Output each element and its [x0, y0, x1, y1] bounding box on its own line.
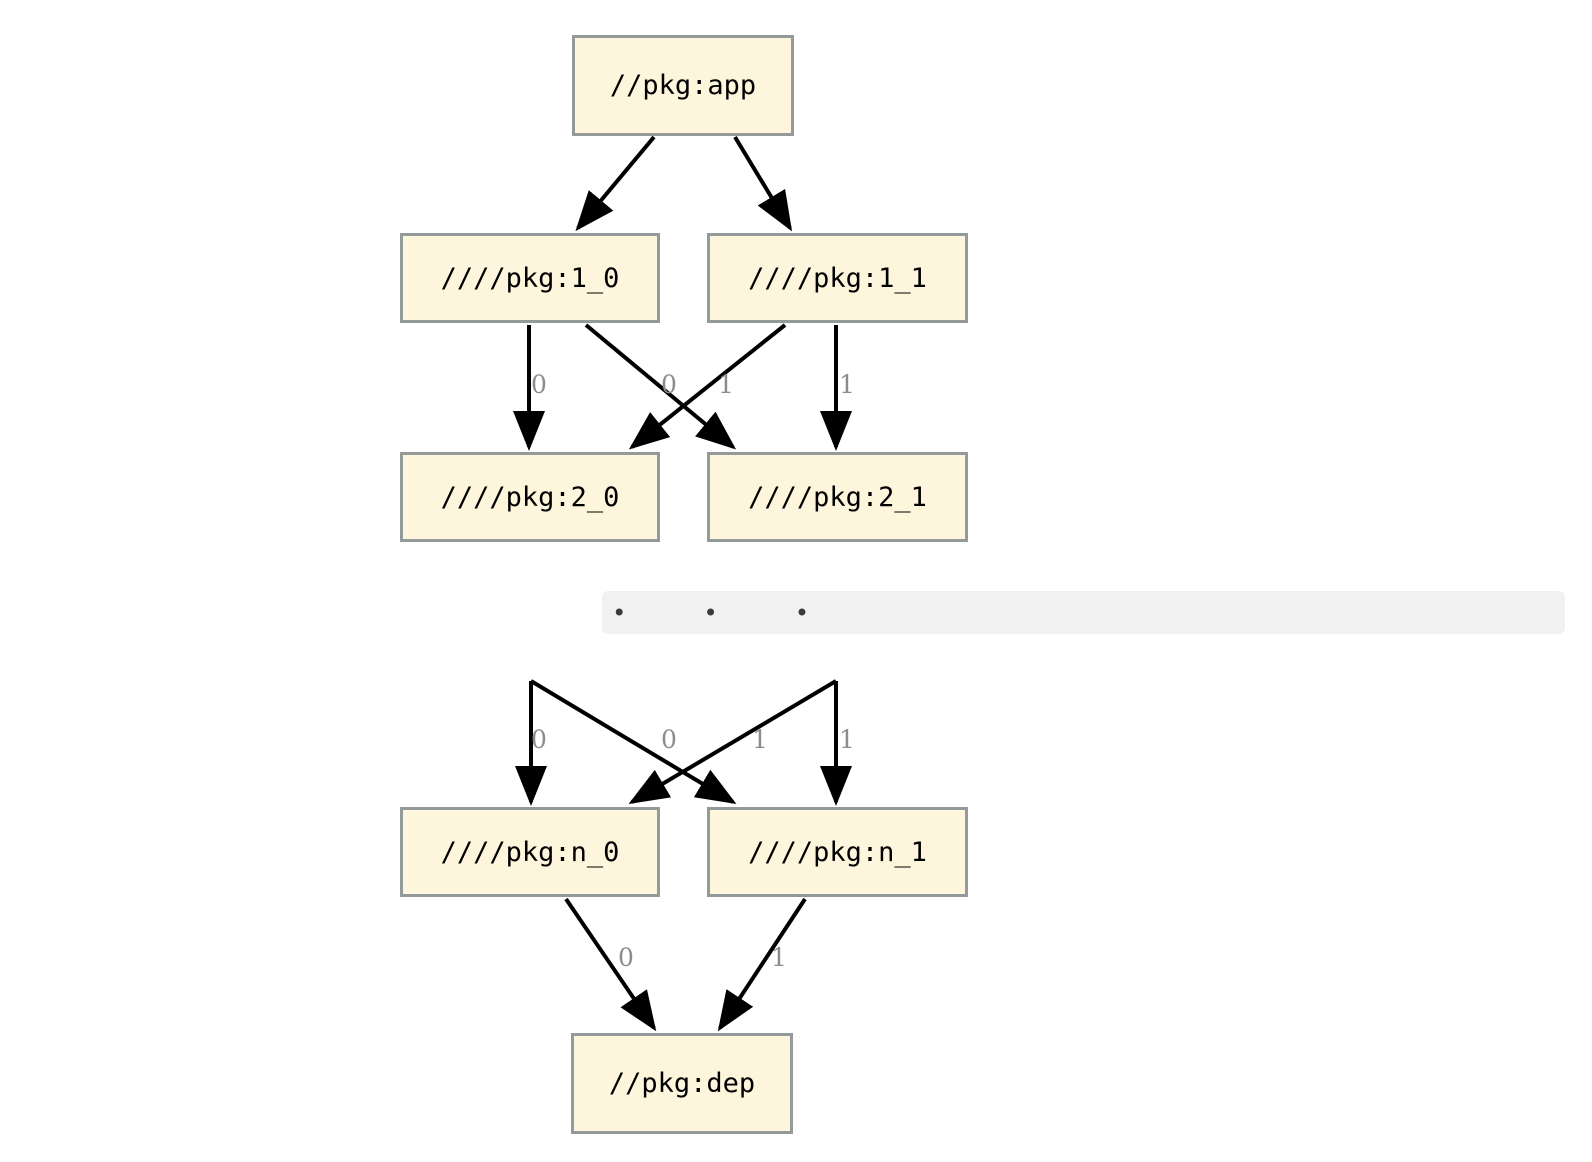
- edge-label: 1: [718, 370, 734, 399]
- node-label: ////pkg:2_1: [748, 481, 927, 513]
- edges-group: [513, 135, 852, 1032]
- node-app[interactable]: //pkg:app: [572, 35, 794, 136]
- edge-app-to-t1_1: [733, 135, 793, 232]
- edge-label: 1: [752, 725, 768, 754]
- edge-label: 0: [531, 725, 547, 754]
- edge-label: 1: [839, 725, 855, 754]
- node-label: //pkg:dep: [608, 1068, 756, 1099]
- node-label: ////pkg:n_1: [748, 836, 927, 868]
- ellipsis-separator-band: • • •: [602, 591, 1565, 634]
- edge-hidden-to-tn_0: [628, 679, 838, 805]
- edge-label: 0: [531, 370, 547, 399]
- edge-app-to-t1_0: [575, 135, 656, 232]
- edge-label: 0: [661, 725, 677, 754]
- edge-label: 1: [839, 370, 855, 399]
- node-t2_0[interactable]: ////pkg:2_0: [400, 452, 660, 542]
- edge-t1_1-to-t2_0: [628, 323, 787, 450]
- edge-label: 1: [771, 943, 787, 972]
- node-t2_1[interactable]: ////pkg:2_1: [707, 452, 968, 542]
- node-label: ////pkg:1_0: [440, 262, 620, 294]
- edge-tn_0-to-dep: [564, 897, 657, 1032]
- edge-t1_0-to-t2_1: [584, 323, 737, 450]
- node-label: ////pkg:2_0: [440, 481, 620, 513]
- node-dep[interactable]: //pkg:dep: [571, 1033, 793, 1134]
- node-label: ////pkg:1_1: [748, 262, 927, 294]
- node-tn_0[interactable]: ////pkg:n_0: [400, 807, 660, 897]
- node-label: //pkg:app: [609, 70, 757, 101]
- node-label: ////pkg:n_0: [440, 836, 620, 868]
- edge-label: 0: [661, 370, 677, 399]
- node-tn_1[interactable]: ////pkg:n_1: [707, 807, 968, 897]
- node-t1_0[interactable]: ////pkg:1_0: [400, 233, 660, 323]
- node-t1_1[interactable]: ////pkg:1_1: [707, 233, 968, 323]
- edge-tn_1-to-dep: [717, 897, 807, 1032]
- ellipsis-dots: • • •: [612, 598, 826, 627]
- edge-label: 0: [618, 943, 634, 972]
- edge-hidden-to-tn_1: [529, 679, 737, 805]
